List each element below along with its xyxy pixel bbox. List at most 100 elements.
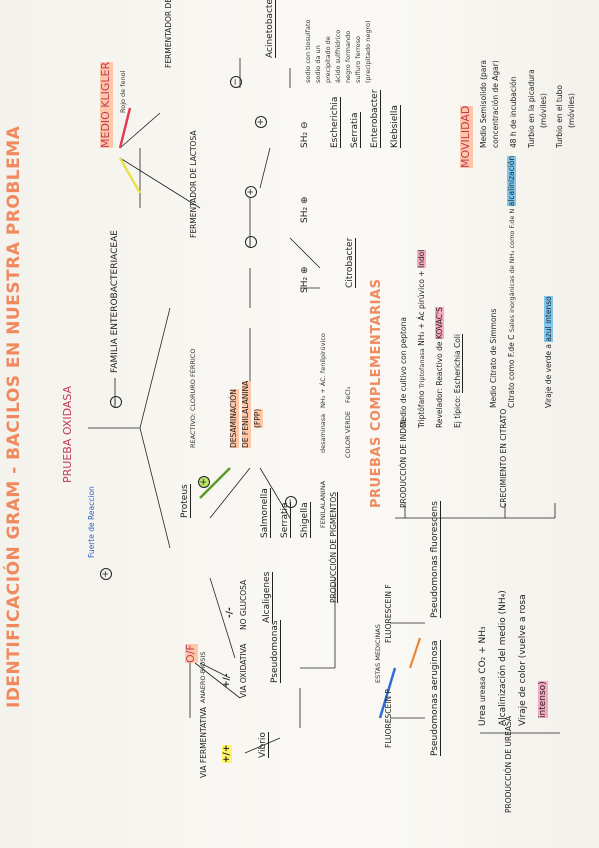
- klebsiella: Klebsiella: [390, 105, 402, 148]
- kligler-note5: negro formando: [344, 30, 352, 83]
- indol-triptofanasa: Triptofanasa: [418, 348, 426, 389]
- ureasa-enzyme: ureasa: [478, 676, 487, 702]
- minus-minus: -/-: [225, 607, 235, 618]
- pseudomonas-aeruginosa: Pseudomonas aeruginosa: [430, 640, 442, 756]
- indol-highlight: Indol: [417, 249, 426, 269]
- page-title: IDENTIFICACIÓN GRAM - BACILOS EN NUESTRA…: [4, 125, 24, 708]
- citrato-fuente-nitrogeno: como F.de N: [508, 208, 516, 249]
- citrato-azul: azul intenso: [544, 296, 553, 342]
- desaminasa: desaminasa: [319, 413, 327, 453]
- plus-circle-icon: +: [198, 476, 210, 488]
- connector: [289, 237, 321, 269]
- minus-circle-icon: −: [245, 236, 257, 248]
- kligler-note2: sodio da un: [314, 45, 322, 83]
- indol-1: Medio de cultivo con peptona: [399, 317, 408, 428]
- connector: [199, 662, 231, 679]
- produccion-ureasa: PRODUCCIÓN DE UREASA: [504, 716, 513, 813]
- indol-kovacs: KOVAC'S: [435, 307, 444, 340]
- pigmentos-note: ESTAS MEDICINAS: [374, 624, 382, 683]
- nh3-fenilpiruvico: NH₃ + ÁC. fenilpirúvico: [319, 333, 327, 408]
- kligler-note6: sulfuro ferroso: [354, 35, 362, 83]
- blue-arrow: [378, 667, 397, 719]
- indol-ecoli: Escherichia Coli: [453, 334, 463, 394]
- produccion-indol: PRODUCCIÓN DE INDOL: [399, 417, 408, 508]
- vibrio: Vibrio: [258, 732, 270, 758]
- citrato-fuente-carbono: Citrato como F.de C: [507, 334, 516, 408]
- connector: [259, 147, 271, 189]
- sh2-plus-a: SH₂ ⊕: [300, 196, 310, 224]
- produccion-pigmentos: PRODUCCIÓN DE PIGMENTOS: [329, 492, 338, 603]
- citrato-viraje: Viraje de verde a: [544, 344, 553, 408]
- mov-1: Medio Semisolido (para: [479, 59, 488, 148]
- mov-3: 48 h de incubación: [509, 76, 518, 148]
- of-small-note: ANAERO-BIOSIS: [199, 651, 207, 703]
- reactivo-cloruro: REACTIVO: CLORURO FÉRRICO: [189, 348, 197, 448]
- ureasa-products: CO₂ + NH₃: [478, 626, 488, 674]
- indol-2: Triptófano Triptofanasa NH₃ + Ác pirúvic…: [417, 249, 427, 428]
- desaminacion-3: (FPP): [253, 408, 263, 428]
- ureasa-line3: Viraje de color (vuelve a rosa: [518, 594, 528, 726]
- via-oxidativa: VIA OXIDATIVA: [239, 643, 248, 698]
- ureasa-line2: Alcalinización del medio (NH₄): [498, 590, 508, 726]
- via-fermentativa: VIA FERMENTATIVA: [199, 706, 208, 778]
- plus-minus: +/-: [222, 673, 232, 688]
- indol-3: Revelador: Reactivo de KOVAC'S: [435, 307, 445, 428]
- plus-circle-icon: +: [245, 186, 257, 198]
- citrato-3: Viraje de verde a azul intenso: [544, 296, 554, 408]
- indol-products: NH₃ + Ác pirúvico +: [417, 270, 426, 346]
- connector: [244, 737, 281, 754]
- citrato-sales: Sales inorgánicas de NH₄: [508, 250, 516, 333]
- mov-4: Turbio en la picadura: [527, 69, 536, 148]
- kligler-note4: ácido sulfhídrico: [334, 29, 342, 83]
- oxidasa-note: Fuerte de Reaccion: [87, 486, 96, 558]
- plus-circle-icon: +: [255, 116, 267, 128]
- desaminacion-1: DESAMINACIÓN: [229, 389, 239, 448]
- fermentador-glucosa: FERMENTADOR DE GLUCOSA: [164, 0, 173, 68]
- kligler-note1: sodio con tiosulfato: [304, 19, 312, 83]
- orange-arrow: [408, 637, 422, 669]
- connector: [259, 467, 291, 519]
- connector: [119, 157, 201, 209]
- connector: [139, 427, 171, 549]
- connector: [209, 577, 236, 659]
- fluor-p: FLUORESCEIN P: [384, 689, 393, 748]
- ureasa-line1: Urea ureasa CO₂ + NH₃: [478, 626, 488, 726]
- citrato-2: Citrato como F.de C Sales inorgánicas de…: [507, 155, 517, 408]
- mov-6: Turbio en el tubo: [555, 85, 564, 148]
- plus-plus: +/+: [222, 744, 233, 763]
- pseudomonas: Pseudomonas: [270, 620, 282, 683]
- salmonella: Salmonella: [260, 488, 272, 538]
- pseudomonas-fluorescens: Pseudomonas fluorescens: [430, 501, 442, 618]
- citrato-1: Medio Citrato de Simmons: [489, 308, 498, 408]
- desaminacion-2: DE FENILALANINA: [241, 380, 251, 448]
- yellow-arrow: [118, 157, 142, 194]
- medio-kligler: MEDIO KLIGLER: [99, 61, 113, 148]
- familia-enterobacteriaceae: FAMILIA ENTEROBACTERIACEAE: [110, 230, 120, 373]
- mov-5: (móviles): [539, 93, 548, 128]
- of-label: O/F: [184, 644, 198, 663]
- fenilalanina: FENILALANINA: [319, 480, 327, 528]
- sh2-plus-b: SH₂ ⊕: [300, 266, 310, 294]
- fermentador-lactosa: FERMENTADOR DE LACTOSA: [189, 130, 198, 239]
- green-arrow: [199, 467, 231, 499]
- citrato-alcalinizacion: alcalinización: [507, 155, 516, 207]
- prueba-oxidasa: PRUEBA OXIDASA: [61, 385, 74, 483]
- escherichia: Escherichia: [330, 96, 342, 148]
- plus-circle-icon: +: [100, 568, 112, 580]
- serratia: Serratia: [350, 112, 362, 148]
- indol-triptofano: Triptófano: [417, 390, 426, 428]
- serratia-desam: Serratia: [280, 502, 292, 538]
- alcaligenes: Alcaligenes: [262, 571, 274, 623]
- fecl3: FeCl₃: [344, 386, 352, 403]
- indol-ejemplo: Ej típico:: [453, 395, 462, 428]
- ureasa-urea: Urea: [478, 704, 488, 726]
- connector: [194, 662, 241, 699]
- shigella: Shigella: [300, 502, 312, 538]
- proteus: Proteus: [180, 484, 192, 518]
- kligler-note3: precipitado de: [324, 36, 332, 83]
- mov-2: concentración de Agar): [491, 60, 500, 148]
- pruebas-complementarias: PRUEBAS COMPLEMENTARIAS: [369, 278, 384, 508]
